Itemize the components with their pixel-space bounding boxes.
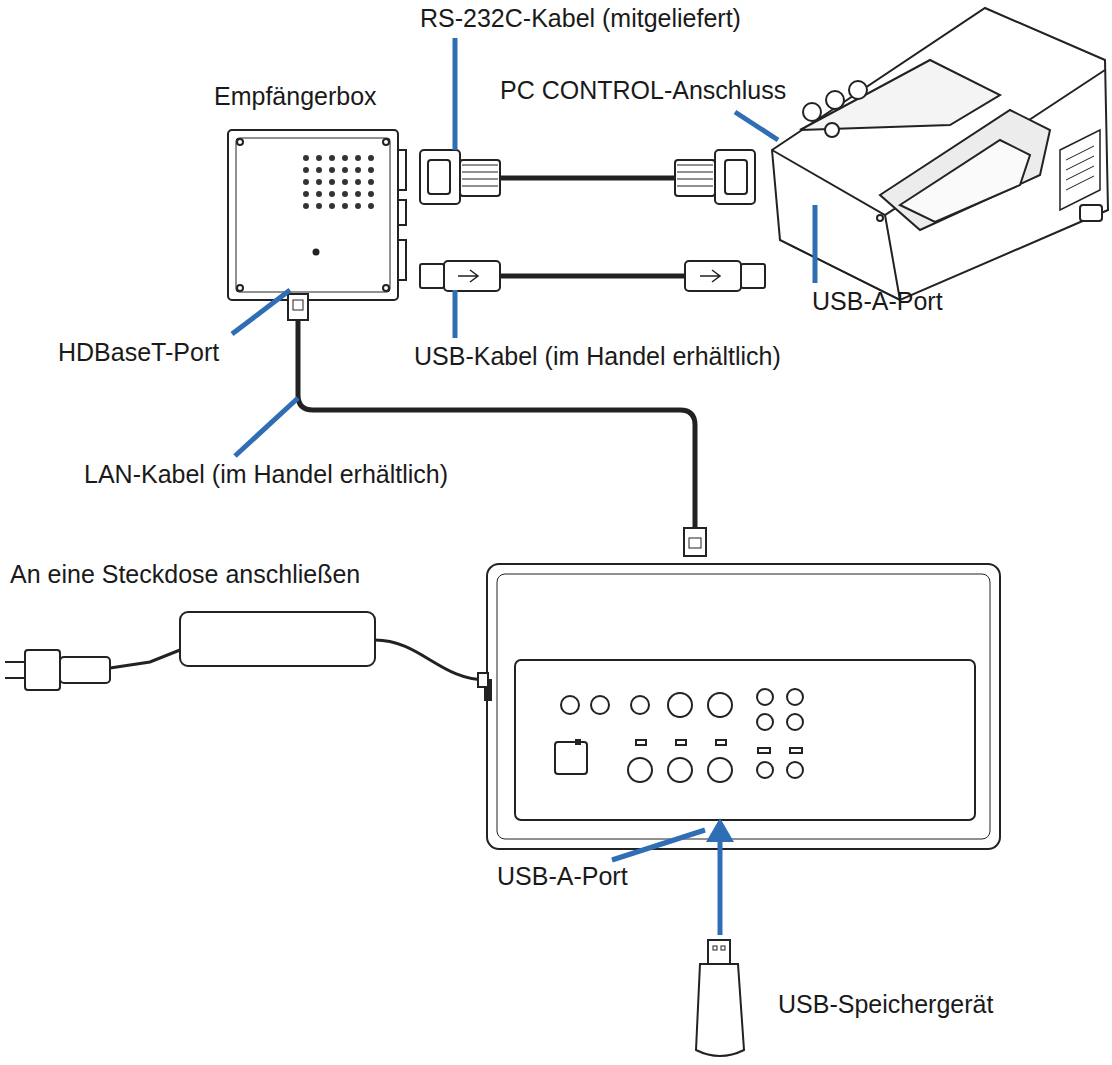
instruction-label: An eine Steckdose anschließen: [10, 560, 360, 589]
usb-storage: [696, 940, 744, 1056]
cable-label: LAN-Kabel (im Handel erhältlich): [84, 460, 448, 489]
device-label: Empfängerbox: [214, 82, 377, 111]
lan-cable: [288, 294, 706, 556]
cable-label: RS-232C-Kabel (mitgeliefert): [420, 4, 741, 33]
port-label: USB-A-Port: [812, 287, 943, 316]
rs232c-cable: [420, 150, 755, 204]
usb-cable: [420, 261, 765, 291]
power-adapter: [5, 612, 488, 690]
port-label: HDBaseT-Port: [58, 338, 219, 367]
projector: [772, 8, 1108, 300]
control-box: [485, 564, 1000, 849]
receiver-box: [228, 130, 406, 300]
port-label: PC CONTROL-Anschluss: [500, 76, 786, 105]
device-label: USB-Speichergerät: [778, 990, 993, 1019]
port-label: USB-A-Port: [497, 862, 628, 891]
cable-label: USB-Kabel (im Handel erhältlich): [414, 342, 781, 371]
